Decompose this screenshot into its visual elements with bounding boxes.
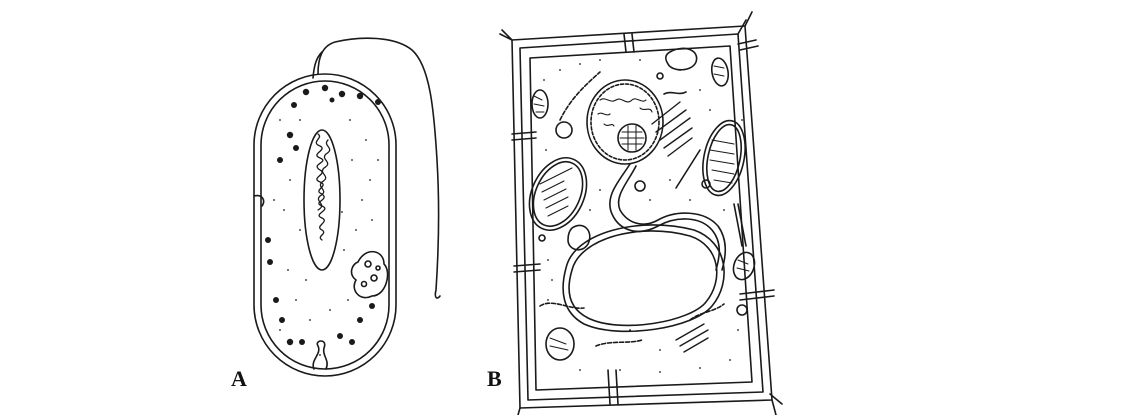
nucleoid-dna [315, 133, 331, 241]
inclusion-body [350, 250, 389, 299]
vesicle-left [567, 224, 591, 251]
plasma-membrane [529, 45, 753, 391]
plant-cell [499, 11, 783, 415]
golgi-apparatus [651, 101, 693, 157]
microtubule-2 [675, 149, 701, 189]
nuclear-envelope-outer [586, 79, 664, 165]
panel-label-b: B [487, 366, 502, 391]
chromatin [597, 98, 653, 127]
ribosomes [273, 119, 379, 356]
peroxisome-3 [701, 179, 711, 189]
cytoplasm-ribosomes [543, 59, 743, 373]
mesosome-left [253, 194, 265, 207]
mitochondrion-3 [732, 251, 756, 281]
chloroplast-left [528, 157, 588, 231]
nucleolus [617, 123, 647, 153]
chloroplast-left-thylakoids [539, 167, 573, 217]
nuclear-envelope-inner [590, 83, 660, 161]
tonoplast [562, 224, 725, 333]
plasmodesma-left-lower [513, 263, 541, 273]
chloroplast-right-thylakoids [709, 139, 735, 184]
granules [265, 84, 381, 346]
peroxisome-1 [656, 72, 664, 80]
microtubule-1 [733, 203, 747, 247]
mitochondrion-5 [555, 121, 573, 139]
mitochondrion-2 [710, 57, 730, 87]
plasmodesma-left [511, 131, 537, 141]
cell-wall-inner [519, 33, 764, 401]
chloroplast-right [702, 119, 746, 197]
panel-label-a: A [231, 366, 247, 391]
plasmodesma-bottom [607, 369, 619, 405]
nucleoid-region [303, 129, 341, 271]
vesicle-top [665, 47, 698, 71]
central-vacuole [568, 230, 718, 327]
mesosome-bottom [312, 340, 328, 370]
cell-wall-inner [260, 80, 390, 370]
cell-wall-outer [253, 73, 397, 377]
peroxisome-2 [634, 180, 646, 192]
rough-er-1 [559, 71, 601, 121]
rough-er-5 [663, 91, 687, 95]
peroxisome-4 [538, 234, 546, 242]
rough-er-2 [539, 302, 585, 309]
rough-er-4 [689, 303, 725, 321]
rough-er-3 [595, 339, 643, 347]
peroxisome-5 [736, 304, 748, 316]
mitochondrion-4 [545, 327, 575, 361]
plasmodesma-right [739, 289, 775, 301]
flagellum [317, 37, 441, 299]
prokaryotic-cell [253, 37, 441, 377]
golgi-lower [675, 323, 709, 353]
plasmodesma-top [623, 33, 635, 53]
nucleolus-texture [619, 125, 645, 151]
endoplasmic-reticulum [609, 163, 721, 271]
mitochondrion-1 [531, 89, 549, 119]
